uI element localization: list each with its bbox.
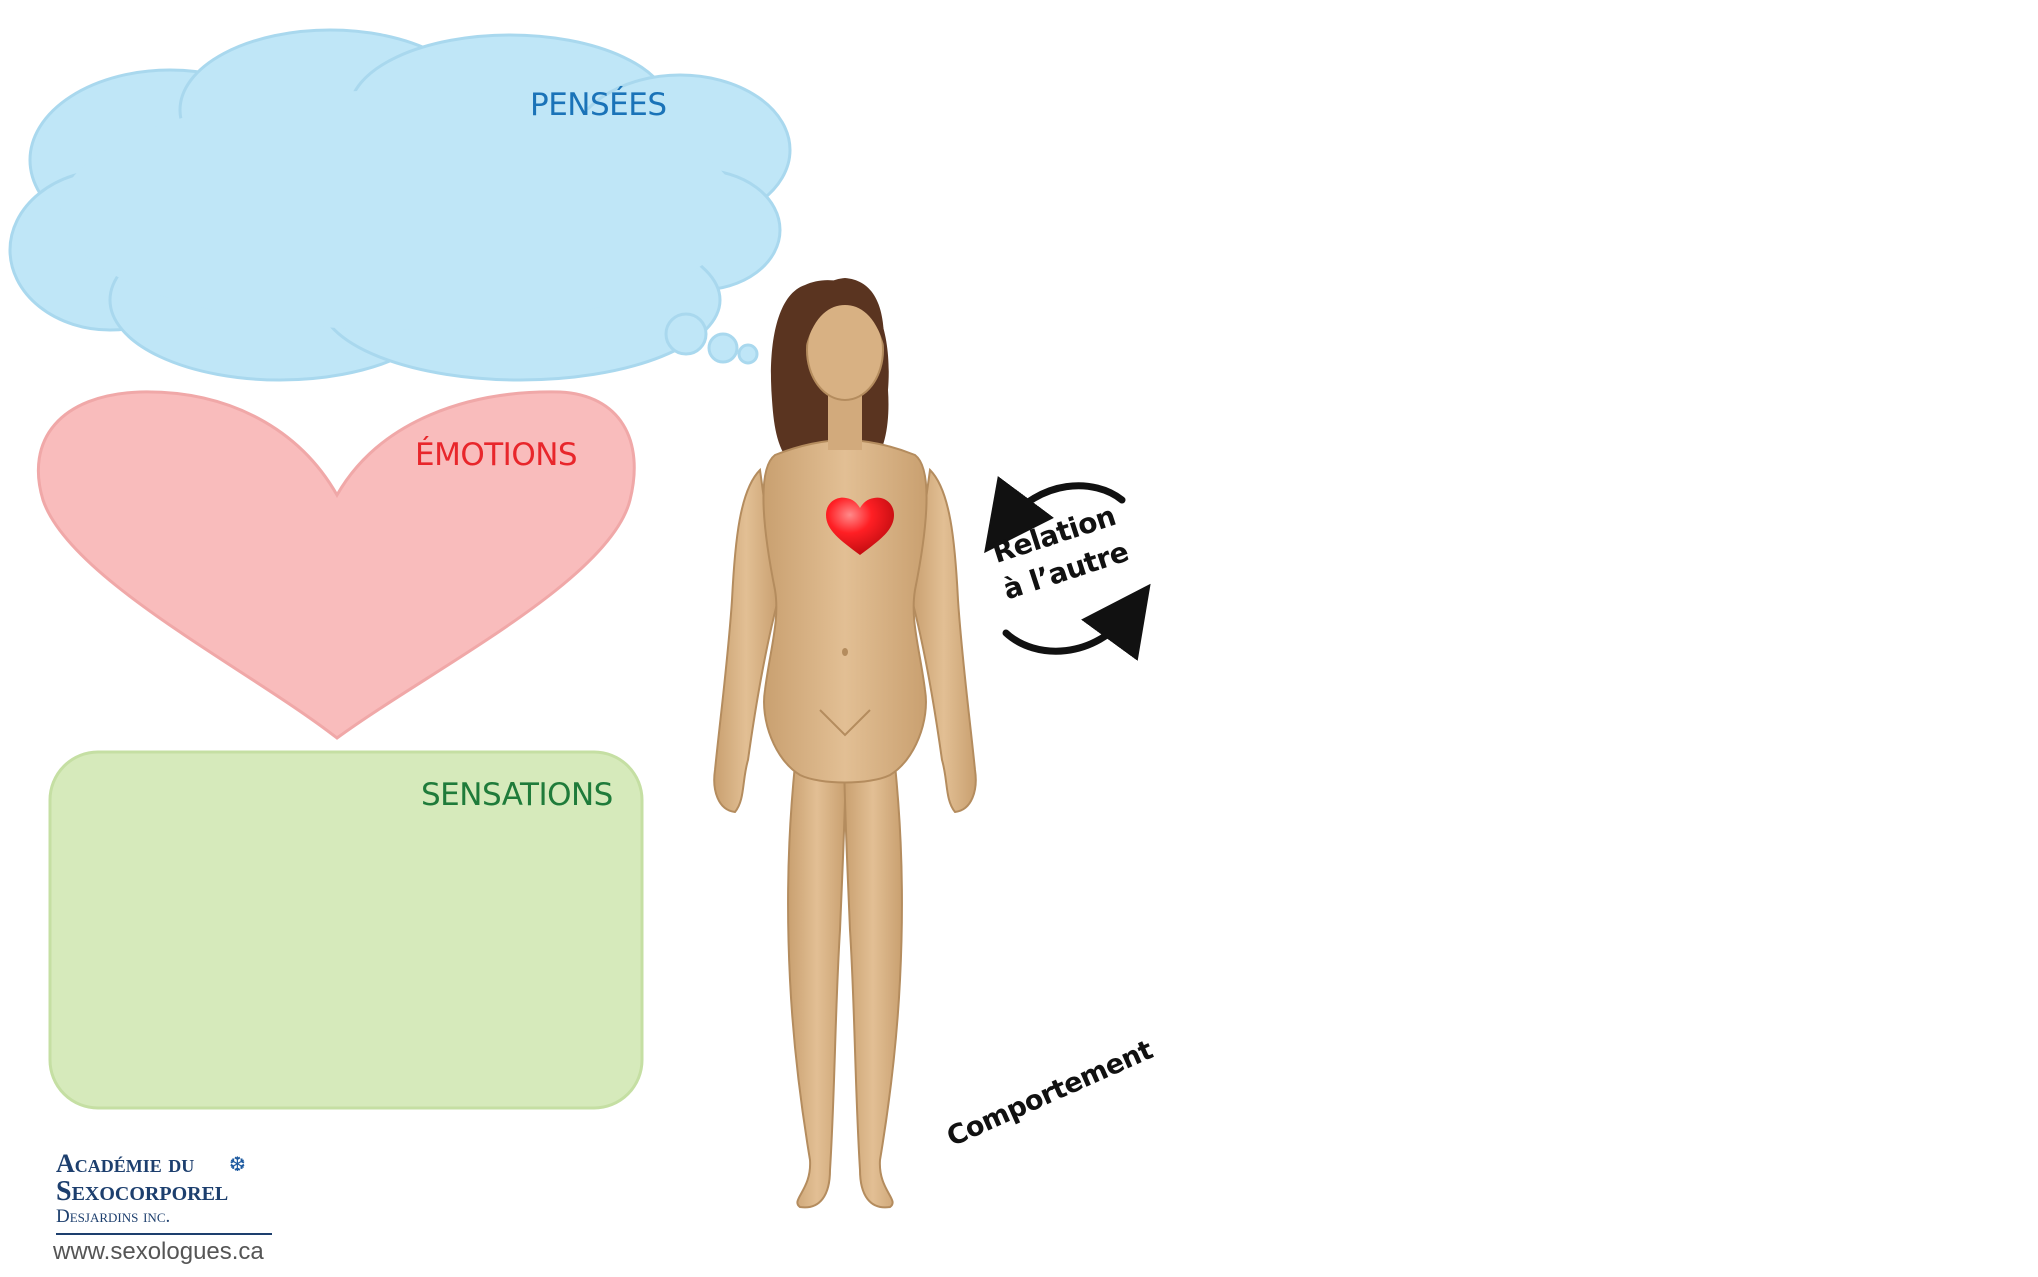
sensation-box	[48, 750, 644, 1110]
thoughts-label: PENSÉES	[530, 87, 667, 123]
emotion-heart	[36, 390, 636, 740]
thought-cloud	[8, 28, 792, 382]
human-female-figure-icon	[713, 278, 977, 1209]
maple-leaf-icon: ❆	[229, 1154, 246, 1176]
academy-logo: Académie du Sexocorporel Desjardins inc.…	[56, 1150, 296, 1235]
website-link[interactable]: www.sexologues.ca	[53, 1238, 264, 1265]
heart-icon	[826, 497, 894, 555]
sensations-label: SENSATIONS	[421, 777, 613, 813]
emotions-label: ÉMOTIONS	[415, 437, 578, 473]
logo-line-2: Sexocorporel	[56, 1176, 229, 1207]
logo-line-3: Desjardins inc.	[56, 1206, 272, 1235]
logo-line-1: Académie du	[56, 1149, 195, 1178]
circular-arrows-icon	[984, 476, 1151, 661]
